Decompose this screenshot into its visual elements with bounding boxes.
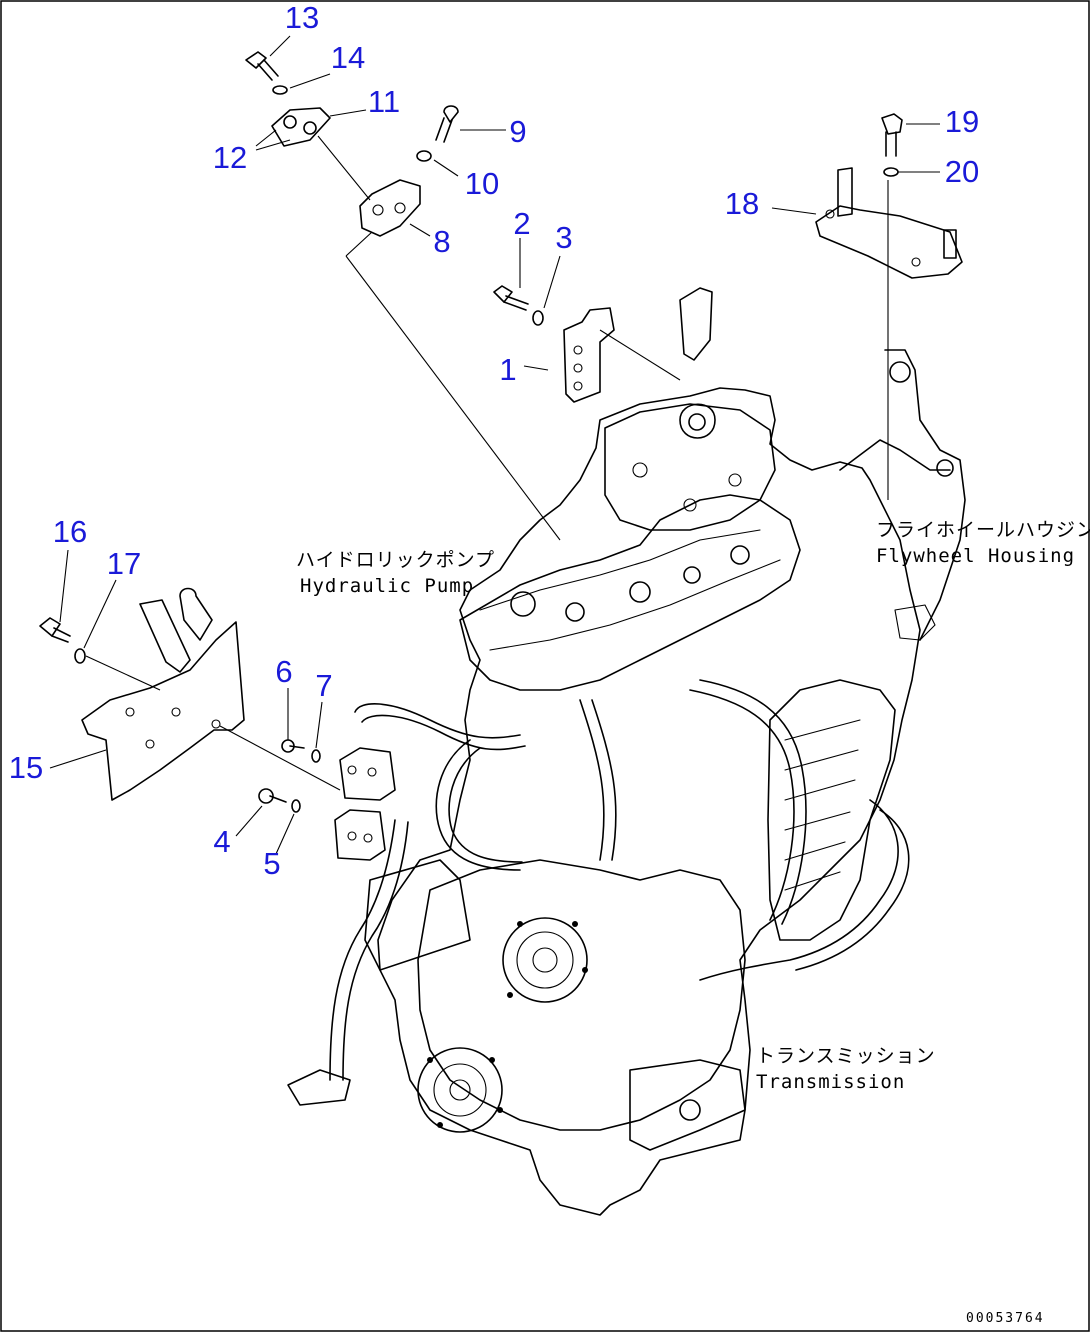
callout-3[interactable]: 3	[555, 220, 572, 255]
callout-18[interactable]: 18	[725, 186, 759, 221]
callout-5[interactable]: 5	[263, 846, 280, 881]
callout-10[interactable]: 10	[465, 166, 499, 201]
drawing-number: 00053764	[966, 1311, 1045, 1326]
callout-8[interactable]: 8	[433, 224, 450, 259]
callout-19[interactable]: 19	[945, 104, 979, 139]
callout-15[interactable]: 15	[9, 750, 43, 785]
callout-6[interactable]: 6	[275, 654, 292, 689]
leader-lines	[49, 35, 940, 855]
callout-14[interactable]: 14	[331, 40, 365, 75]
hydraulic-pump-label-jp: ハイドロリックポンプ	[296, 549, 495, 571]
callout-16[interactable]: 16	[53, 514, 87, 549]
callout-11[interactable]: 11	[368, 84, 400, 119]
callout-2[interactable]: 2	[513, 206, 530, 241]
flywheel-housing-label-jp: フライホイールハウジング	[876, 519, 1090, 541]
exploded-parts	[39, 51, 963, 813]
component-annotations: フライホイールハウジング Flywheel Housing ハイドロリックポンプ…	[296, 519, 1090, 1093]
callout-numbers: 13 14 11 12 9 10 8 2 3 1 19 20 18 16 17 …	[9, 0, 979, 881]
callout-13[interactable]: 13	[285, 0, 319, 35]
callout-1[interactable]: 1	[499, 352, 516, 387]
transmission-label-jp: トランスミッション	[756, 1045, 936, 1067]
callout-9[interactable]: 9	[509, 114, 526, 149]
callout-17[interactable]: 17	[107, 546, 141, 581]
callout-7[interactable]: 7	[315, 668, 332, 703]
callout-12[interactable]: 12	[213, 140, 247, 175]
hydraulic-pump-label-en: Hydraulic Pump	[300, 575, 474, 597]
callout-20[interactable]: 20	[945, 154, 979, 189]
callout-4[interactable]: 4	[213, 824, 230, 859]
engine-assembly-illustration	[287, 349, 966, 1216]
flywheel-housing-label-en: Flywheel Housing	[876, 545, 1075, 567]
transmission-label-en: Transmission	[756, 1071, 905, 1093]
